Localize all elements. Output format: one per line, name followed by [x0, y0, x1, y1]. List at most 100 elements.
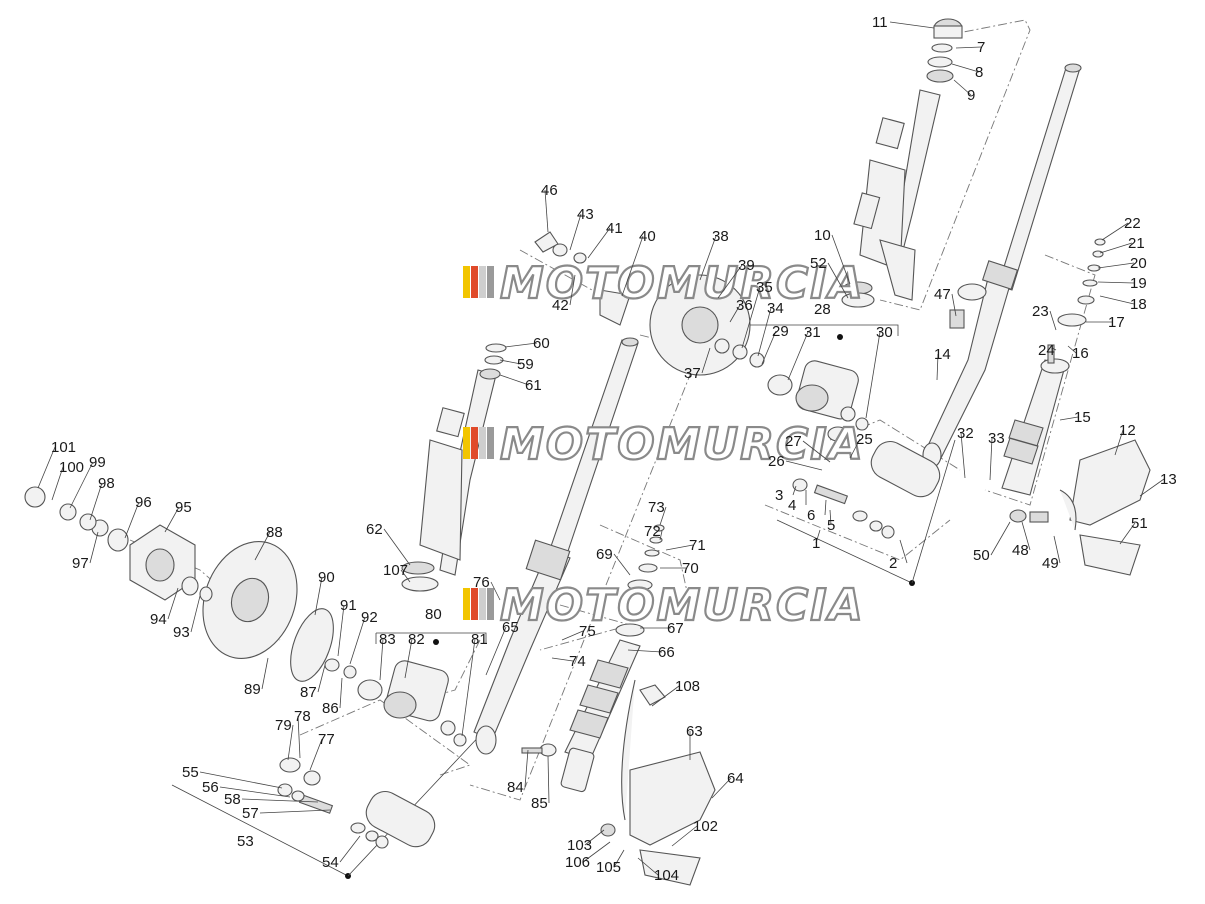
callout-leader-39	[717, 264, 743, 299]
callout-leader-86	[339, 677, 343, 709]
callout-label-81: 81	[471, 631, 488, 648]
callout-label-108: 108	[675, 678, 700, 695]
callout-leader-66	[627, 649, 663, 653]
callout-label-94: 94	[150, 611, 167, 628]
callout-label-42: 42	[552, 297, 569, 314]
callout-leader-10	[831, 234, 851, 285]
callout-label-37: 37	[684, 365, 701, 382]
callout-label-11: 11	[872, 14, 888, 31]
callout-label-47: 47	[934, 286, 951, 303]
callout-label-49: 49	[1042, 555, 1059, 572]
cover-left	[521, 679, 716, 886]
callout-leader-87	[317, 664, 326, 693]
bracket-lines	[171, 324, 956, 879]
callout-label-18: 18	[1130, 296, 1147, 313]
callout-leader-94	[167, 587, 179, 620]
callout-leader-100	[51, 466, 64, 501]
callout-leader-59	[499, 359, 522, 365]
callout-leader-13	[1139, 478, 1165, 497]
callout-label-87: 87	[300, 684, 317, 701]
callout-label-88: 88	[266, 524, 283, 541]
callout-label-69: 69	[596, 546, 613, 563]
callout-leader-46	[544, 189, 549, 233]
callout-leader-23	[1049, 310, 1057, 331]
callout-leader-83	[379, 638, 384, 681]
callout-leader-89	[261, 657, 269, 690]
callout-label-32: 32	[957, 425, 974, 442]
callout-label-39: 39	[738, 257, 755, 274]
callout-label-7: 7	[977, 39, 985, 56]
callout-leader-38	[699, 235, 717, 281]
callout-label-65: 65	[502, 619, 519, 636]
callout-label-10: 10	[814, 227, 831, 244]
callout-label-40: 40	[639, 228, 656, 245]
callout-label-67: 67	[667, 620, 684, 637]
callout-leader-88	[254, 531, 271, 561]
callout-label-59: 59	[517, 356, 534, 373]
callout-leader-9	[953, 79, 972, 96]
callout-leader-72	[659, 530, 663, 541]
callout-label-34: 34	[767, 300, 784, 317]
callout-label-66: 66	[658, 644, 675, 661]
callout-label-43: 43	[577, 206, 594, 223]
callout-leader-56	[219, 786, 291, 798]
callout-leader-75	[561, 630, 584, 641]
callout-label-56: 56	[202, 779, 219, 796]
callout-label-4: 4	[788, 497, 796, 514]
callout-label-3: 3	[775, 487, 783, 504]
callout-leader-29	[761, 330, 777, 365]
callout-label-70: 70	[682, 560, 699, 577]
callout-label-31: 31	[804, 324, 821, 341]
callout-leader-37	[701, 347, 711, 374]
callout-leader-107	[400, 569, 411, 583]
callout-label-19: 19	[1130, 275, 1147, 292]
callout-label-97: 97	[72, 555, 89, 572]
callout-leader-18	[1099, 295, 1135, 305]
callout-label-57: 57	[242, 805, 259, 822]
fork-tube-right	[922, 63, 1082, 468]
callout-leader-104	[637, 857, 659, 876]
steering-head-frame	[853, 89, 941, 301]
callout-leader-78	[297, 715, 301, 759]
callout-leader-64	[711, 777, 732, 799]
callout-leader-99	[69, 461, 94, 509]
callout-label-17: 17	[1108, 314, 1125, 331]
callout-label-5: 5	[827, 517, 835, 534]
callout-leader-12	[1114, 429, 1124, 456]
callout-leader-85	[547, 755, 550, 804]
callout-label-98: 98	[98, 475, 115, 492]
callout-leader-16	[1067, 345, 1077, 354]
steering-head-left	[401, 343, 507, 592]
callout-label-64: 64	[727, 770, 744, 787]
callout-label-72: 72	[644, 523, 661, 540]
callout-leader-41	[587, 227, 611, 259]
callout-leader-60	[504, 342, 538, 348]
callout-label-90: 90	[318, 569, 335, 586]
callout-label-9: 9	[967, 87, 975, 104]
callout-leader-97	[89, 531, 99, 564]
callout-label-93: 93	[173, 624, 190, 641]
callout-label-100: 100	[59, 459, 84, 476]
callout-leader-5	[829, 509, 832, 526]
callout-leader-92	[349, 616, 366, 665]
callout-leader-43	[569, 213, 582, 251]
watermark-text: MOTOMURCIA	[500, 258, 865, 309]
callout-label-23: 23	[1032, 303, 1049, 320]
shock-absorber-right	[1001, 238, 1106, 496]
callout-label-25: 25	[856, 431, 873, 448]
callout-label-30: 30	[876, 324, 893, 341]
callout-leader-73	[659, 506, 667, 526]
callout-label-6: 6	[807, 507, 815, 524]
callout-leader-57	[259, 809, 331, 814]
callout-leader-14	[936, 353, 939, 381]
callout-label-84: 84	[507, 779, 524, 796]
callout-leader-62	[383, 528, 411, 566]
callout-label-79: 79	[275, 717, 292, 734]
callout-leader-90	[314, 576, 323, 616]
callout-leader-71	[665, 544, 694, 551]
callout-label-80: 80	[425, 606, 442, 623]
watermark-middle: MOTOMURCIA	[463, 418, 864, 471]
callout-leader-36	[729, 304, 741, 323]
callout-label-12: 12	[1119, 422, 1136, 439]
